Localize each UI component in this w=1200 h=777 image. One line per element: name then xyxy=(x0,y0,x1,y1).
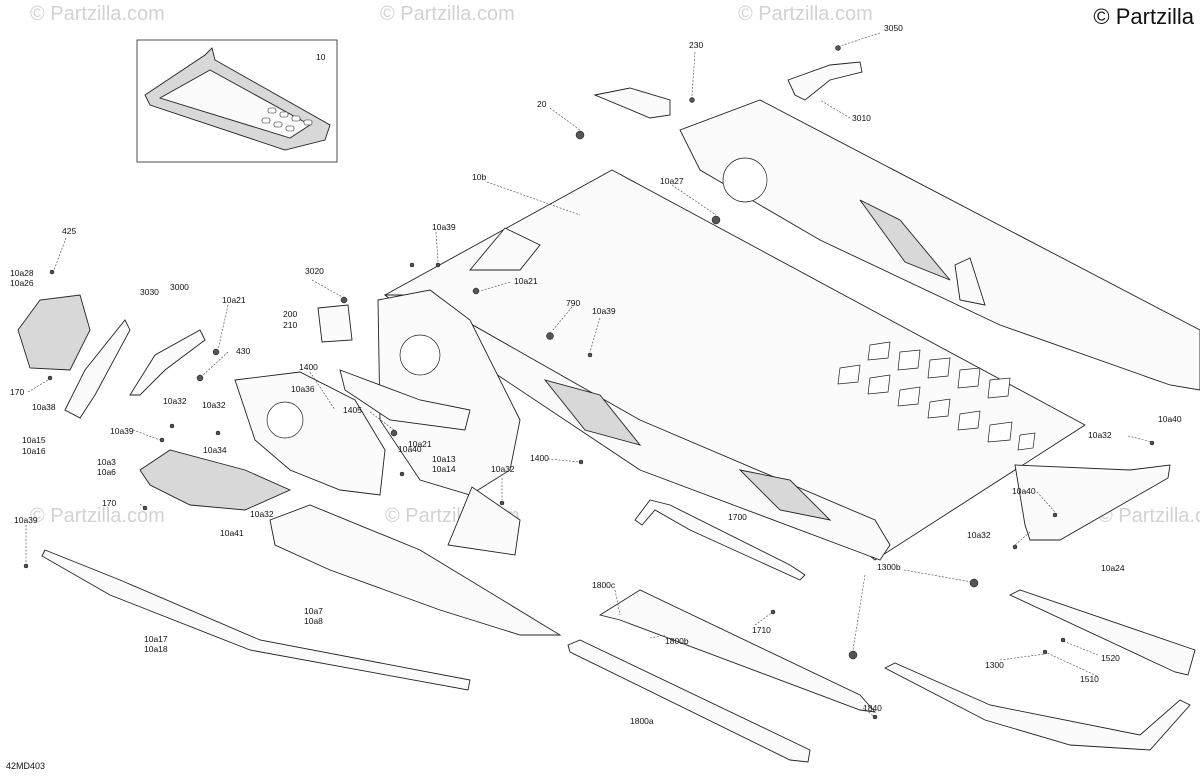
callout-3010: 3010 xyxy=(852,113,871,123)
callout-10a21: 10a21 xyxy=(514,276,538,286)
callout-10a21: 10a21 xyxy=(408,439,432,449)
callout-10a32: 10a32 xyxy=(163,396,187,406)
callout-10a32: 10a32 xyxy=(202,400,226,410)
front-brackets xyxy=(17,294,562,691)
callout-210: 210 xyxy=(283,320,297,330)
callout-1800c: 1800c xyxy=(592,580,616,590)
callout-10a41: 10a41 xyxy=(220,528,244,538)
callout-425: 425 xyxy=(62,226,76,236)
callout-1710: 1710 xyxy=(752,625,771,635)
leader-lines xyxy=(25,32,1153,718)
callout-1840: 1840 xyxy=(863,703,882,713)
copyright-text: © Partzilla xyxy=(1093,4,1194,29)
callout-10a40: 10a40 xyxy=(1012,486,1036,496)
watermark: © Partzilla.com xyxy=(738,3,873,25)
callout-10a24: 10a24 xyxy=(1101,563,1125,573)
callout-1300b: 1300b xyxy=(877,562,901,572)
callout-labels: 230 3050 3010 20 10b 10a27 10a39 10a21 3… xyxy=(10,23,1182,726)
callout-10a27: 10a27 xyxy=(660,176,684,186)
callout-1700: 1700 xyxy=(728,512,747,522)
callout-3020: 3020 xyxy=(305,266,324,276)
callout-10a14: 10a14 xyxy=(432,464,456,474)
watermark: © Partzilla.com xyxy=(1098,505,1200,527)
callout-10a39: 10a39 xyxy=(432,222,456,232)
callout-10a3: 10a3 xyxy=(97,457,116,467)
inset-assembly-10: 10 xyxy=(136,39,338,163)
callout-10a34: 10a34 xyxy=(203,445,227,455)
running-boards xyxy=(567,464,1196,763)
callout-10a8: 10a8 xyxy=(304,616,323,626)
diagram-code: 42MD403 xyxy=(6,761,46,771)
callout-10a28: 10a28 xyxy=(10,268,34,278)
callout-3030: 3030 xyxy=(140,287,159,297)
callout-10a39: 10a39 xyxy=(592,306,616,316)
callout-1510: 1510 xyxy=(1080,674,1099,684)
callout-10a16: 10a16 xyxy=(22,446,46,456)
callout-3050: 3050 xyxy=(884,23,903,33)
callout-10a38: 10a38 xyxy=(32,402,56,412)
callout-170: 170 xyxy=(10,387,24,397)
callout-1800a: 1800a xyxy=(630,716,654,726)
callout-10a15: 10a15 xyxy=(22,435,46,445)
callout-200: 200 xyxy=(283,309,297,319)
callout-1405: 1405 xyxy=(343,405,362,415)
callout-10b: 10b xyxy=(472,172,486,182)
callout-790: 790 xyxy=(566,298,580,308)
callout-10a32: 10a32 xyxy=(250,509,274,519)
callout-10a32: 10a32 xyxy=(491,464,515,474)
fasteners xyxy=(23,45,1155,720)
callout-1520: 1520 xyxy=(1101,653,1120,663)
watermark: © Partzilla.com xyxy=(30,505,165,527)
watermark: © Partzilla.com xyxy=(30,3,165,25)
callout-10a36: 10a36 xyxy=(291,384,315,394)
callout-10a21: 10a21 xyxy=(222,295,246,305)
callout-10a40: 10a40 xyxy=(1158,414,1182,424)
callout-10a13: 10a13 xyxy=(432,454,456,464)
callout-10a39: 10a39 xyxy=(14,515,38,525)
callout-10a32: 10a32 xyxy=(1088,430,1112,440)
callout-170: 170 xyxy=(102,498,116,508)
callout-20: 20 xyxy=(537,99,547,109)
callout-1400: 1400 xyxy=(299,362,318,372)
callout-1800b: 1800b xyxy=(665,636,689,646)
watermark: © Partzilla.com xyxy=(380,3,515,25)
callout-10a39: 10a39 xyxy=(110,426,134,436)
callout-10: 10 xyxy=(316,52,326,62)
callout-3000: 3000 xyxy=(170,282,189,292)
callout-10a40: 10a40 xyxy=(398,444,422,454)
callout-430: 430 xyxy=(236,346,250,356)
side-plates xyxy=(234,289,521,496)
callout-1400: 1400 xyxy=(530,453,549,463)
callout-10a18: 10a18 xyxy=(144,644,168,654)
callout-10a32: 10a32 xyxy=(967,530,991,540)
tunnel-assembly xyxy=(383,99,1200,561)
callout-10a6: 10a6 xyxy=(97,467,116,477)
callout-1300: 1300 xyxy=(985,660,1004,670)
callout-230: 230 xyxy=(689,40,703,50)
upper-brackets xyxy=(593,61,863,119)
callout-10a7: 10a7 xyxy=(304,606,323,616)
callout-10a17: 10a17 xyxy=(144,634,168,644)
callout-10a26: 10a26 xyxy=(10,278,34,288)
